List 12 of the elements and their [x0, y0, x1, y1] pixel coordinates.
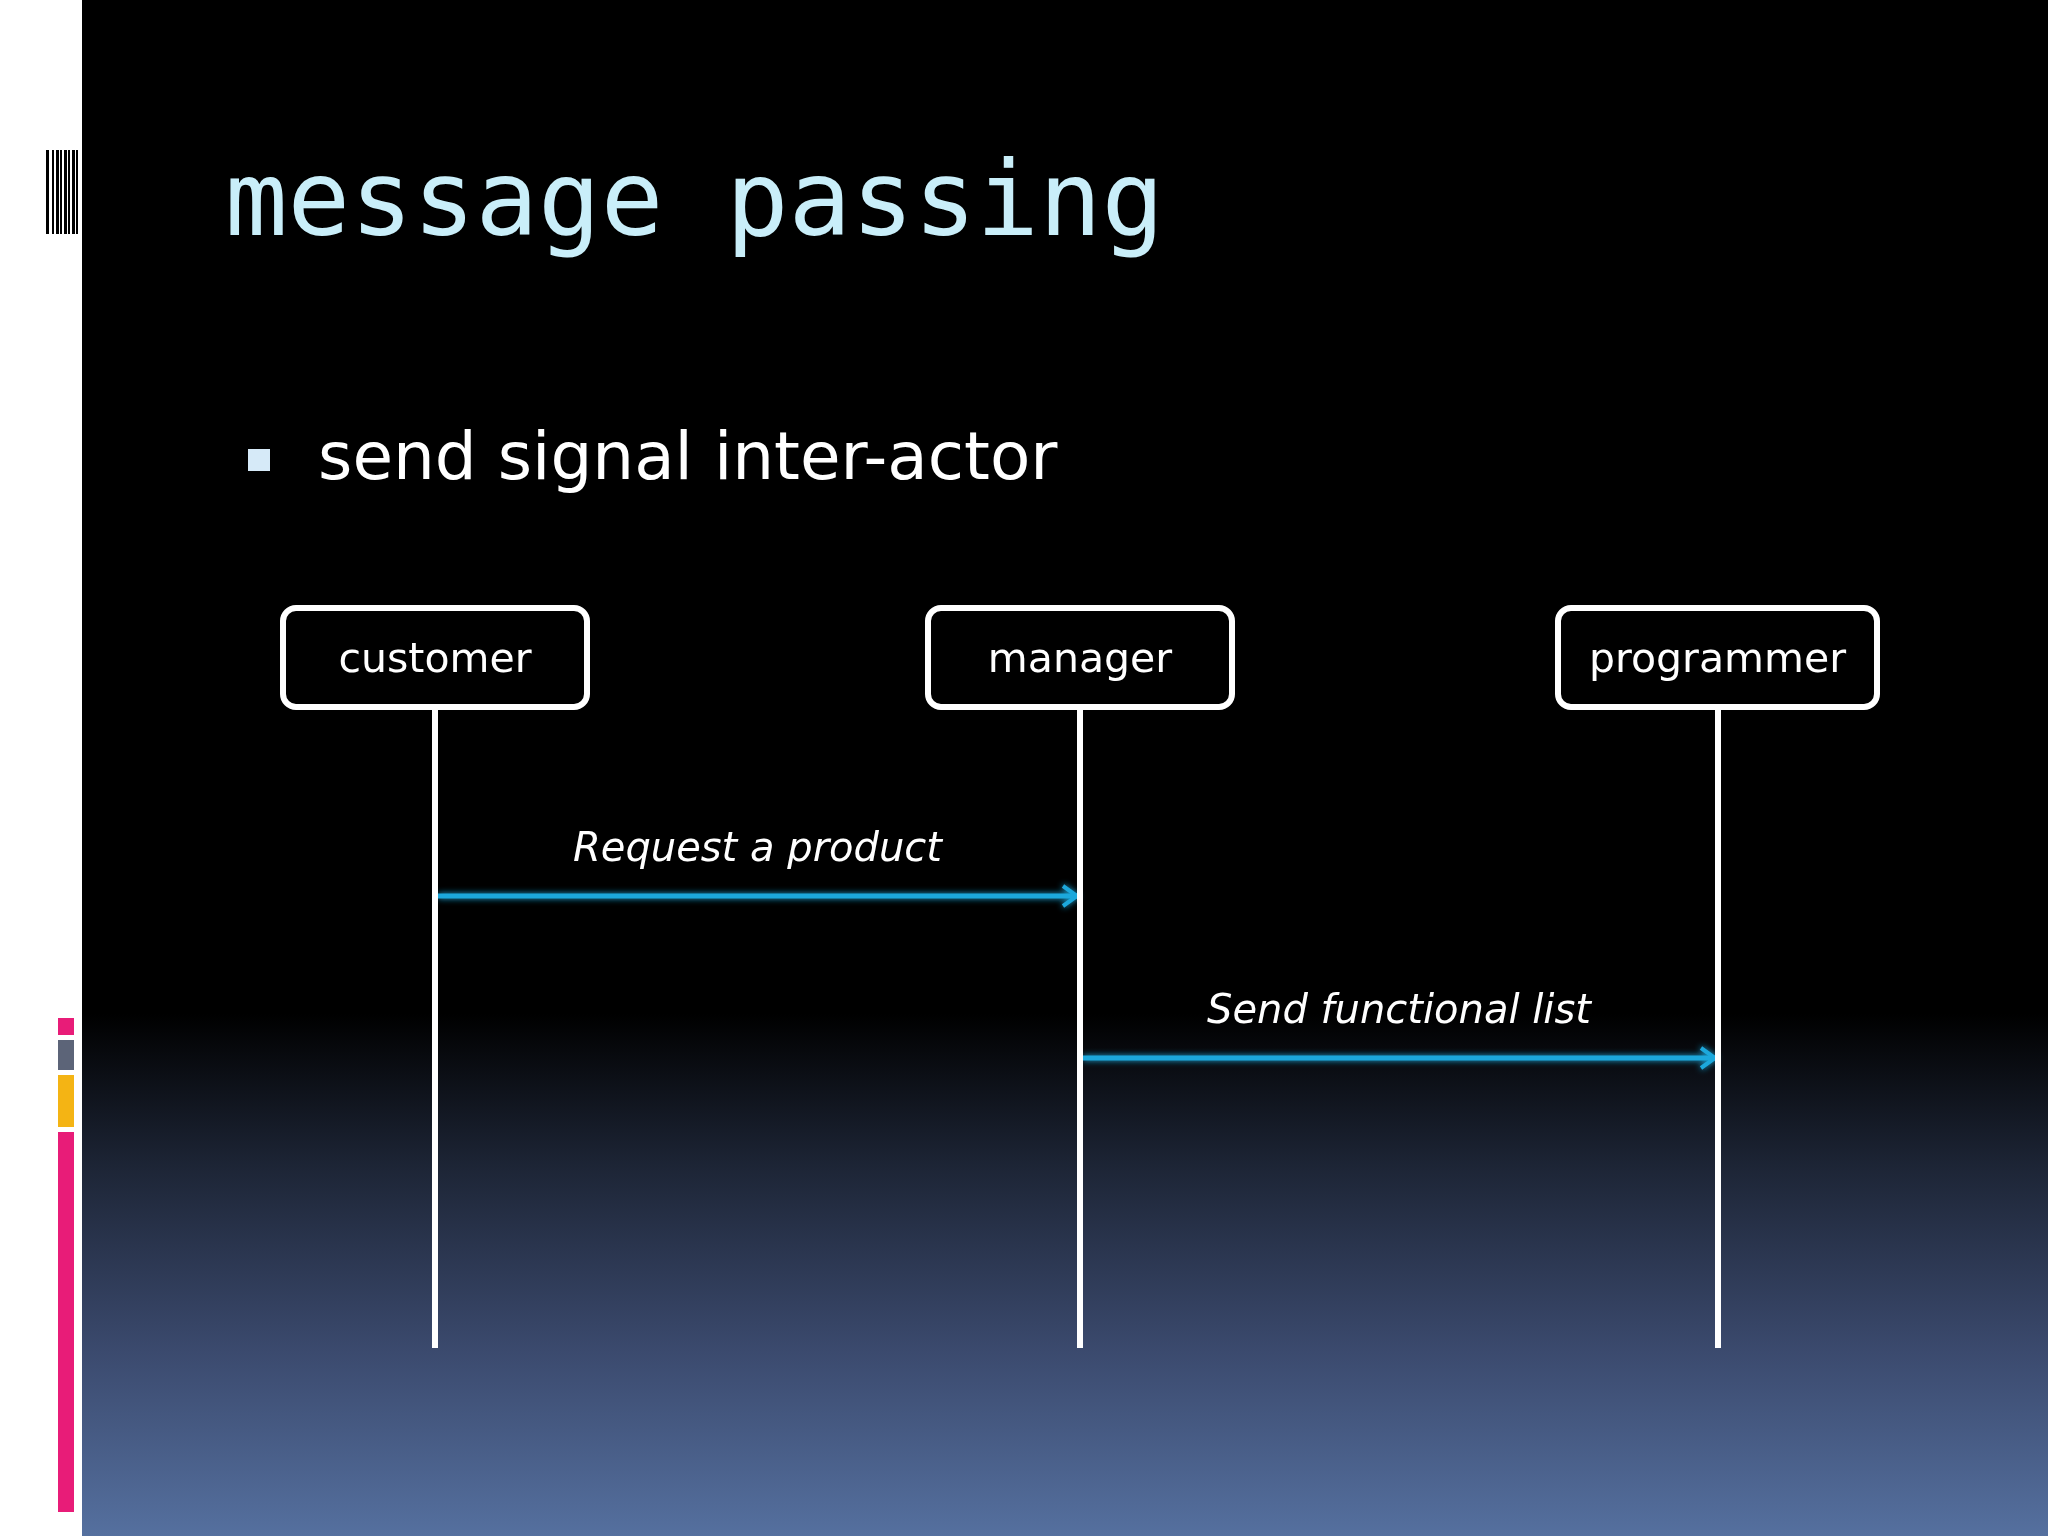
message-arrow [438, 884, 1079, 908]
lifeline [1077, 710, 1083, 1348]
slide-title: message passing [225, 138, 1165, 260]
edge-label: Send functional list [1207, 986, 1591, 1032]
lifeline [1715, 710, 1721, 1348]
actor-box: programmer [1555, 605, 1880, 710]
edge-label: Request a product [573, 824, 942, 870]
actor-box: manager [925, 605, 1235, 710]
lifeline [432, 710, 438, 1348]
bullet-text: send signal inter-actor [318, 418, 1058, 495]
message-arrow [1083, 1046, 1717, 1070]
actor-box: customer [280, 605, 590, 710]
